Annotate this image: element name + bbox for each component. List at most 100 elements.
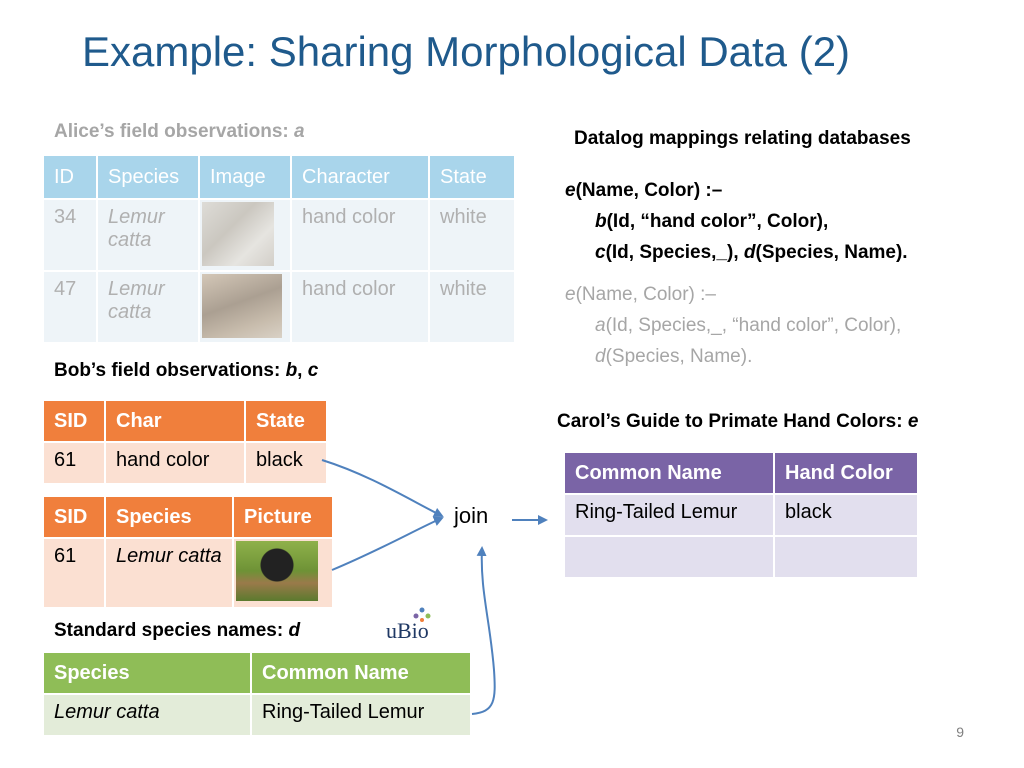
cell-species: Lemur catta xyxy=(96,270,200,344)
bob-table-b: SID Char State 61 hand color black xyxy=(42,399,328,485)
table-header-row: Common Name Hand Color xyxy=(563,451,919,495)
rule-head: e(Name, Color) :– xyxy=(565,279,901,310)
cell-species: Lemur catta xyxy=(42,693,252,737)
datalog-rule-2: e(Name, Color) :– a(Id, Species,_, “hand… xyxy=(565,279,901,372)
lemur-hand-photo xyxy=(202,274,282,338)
cell-species: Lemur catta xyxy=(96,198,200,272)
predicate: d xyxy=(743,242,756,263)
standard-label-var: d xyxy=(288,620,301,641)
bob-label: Bob’s field observations: b, c xyxy=(54,360,318,382)
predicate: d xyxy=(595,346,606,367)
column-header: SID xyxy=(42,495,106,539)
cell-id: 34 xyxy=(42,198,98,272)
table-row: 34 Lemur catta hand color white xyxy=(42,198,516,272)
carol-label: Carol’s Guide to Primate Hand Colors: e xyxy=(557,411,918,433)
rule-body-line: c(Id, Species,_), d(Species, Name). xyxy=(565,237,908,268)
standard-table: Species Common Name Lemur catta Ring-Tai… xyxy=(42,651,472,737)
table-header-row: SID Char State xyxy=(42,399,328,443)
cell-image xyxy=(198,270,292,344)
column-header: Hand Color xyxy=(773,451,919,495)
cell-char: hand color xyxy=(104,441,246,485)
cell-species: Lemur catta xyxy=(104,537,234,609)
column-header: Common Name xyxy=(563,451,775,495)
datalog-rule-1: e(Name, Color) :– b(Id, “hand color”, Co… xyxy=(565,175,908,268)
carol-label-text: Carol’s Guide to Primate Hand Colors: xyxy=(557,411,908,432)
table-row: Ring-Tailed Lemur black xyxy=(563,493,919,537)
table-row: Lemur catta Ring-Tailed Lemur xyxy=(42,693,472,737)
predicate: c xyxy=(595,242,606,263)
column-header: Species xyxy=(42,651,252,695)
slide-title: Example: Sharing Morphological Data (2) xyxy=(82,28,851,75)
alice-table: ID Species Image Character State 34 Lemu… xyxy=(42,154,516,344)
join-label: join xyxy=(454,503,489,528)
cell-image xyxy=(198,198,292,272)
cell-state: white xyxy=(428,198,516,272)
table-row: 47 Lemur catta hand color white xyxy=(42,270,516,344)
column-header: Char xyxy=(104,399,246,443)
predicate-args: (Id, Species,_, “hand color”, Color), xyxy=(605,315,902,336)
table-row xyxy=(563,535,919,579)
lemur-hand-photo xyxy=(202,202,274,266)
cell-common-name: Ring-Tailed Lemur xyxy=(250,693,472,737)
cell-character: hand color xyxy=(290,198,430,272)
bob-label-var-c: c xyxy=(307,360,319,381)
column-header: SID xyxy=(42,399,106,443)
carol-label-var: e xyxy=(907,411,919,432)
standard-label: Standard species names: d xyxy=(54,620,300,642)
bob-label-var-b: b xyxy=(285,360,298,381)
cell-picture xyxy=(232,537,334,609)
column-header: State xyxy=(428,154,516,200)
page-number: 9 xyxy=(956,724,964,740)
predicate-args: (Species, Name). xyxy=(605,346,753,367)
arrow-b-to-join xyxy=(321,459,444,517)
cell-id: 47 xyxy=(42,270,98,344)
predicate-args: (Id, “hand color”, Color), xyxy=(606,211,829,232)
alice-label-text: Alice’s field observations: xyxy=(54,121,295,142)
predicate-args: (Name, Color) :– xyxy=(575,284,716,305)
predicate: e xyxy=(565,180,576,201)
standard-label-text: Standard species names: xyxy=(54,620,289,641)
table-row: 61 Lemur catta xyxy=(42,537,334,609)
rule-head: e(Name, Color) :– xyxy=(565,175,908,206)
arrow-c-to-join xyxy=(331,516,444,571)
rule-body-line: a(Id, Species,_, “hand color”, Color), xyxy=(565,310,901,341)
cell-common-name: Ring-Tailed Lemur xyxy=(563,493,775,537)
predicate-args: (Name, Color) :– xyxy=(575,180,723,201)
carol-table: Common Name Hand Color Ring-Tailed Lemur… xyxy=(563,451,919,579)
rule-body-line: b(Id, “hand color”, Color), xyxy=(565,206,908,237)
cell-character: hand color xyxy=(290,270,430,344)
ubio-logo-text: uBio xyxy=(386,618,429,643)
column-header: Species xyxy=(96,154,200,200)
alice-label-var: a xyxy=(294,121,305,142)
column-header: State xyxy=(244,399,328,443)
cell-sid: 61 xyxy=(42,441,106,485)
predicate-args: (Id, Species,_), xyxy=(605,242,744,263)
predicate: e xyxy=(565,284,576,305)
table-row: 61 hand color black xyxy=(42,441,328,485)
table-header-row: SID Species Picture xyxy=(42,495,334,539)
predicate-args: (Species, Name). xyxy=(755,242,908,263)
arrow-d-to-join xyxy=(471,546,496,715)
column-header: ID xyxy=(42,154,98,200)
table-header-row: ID Species Image Character State xyxy=(42,154,516,200)
rule-body-line: d(Species, Name). xyxy=(565,341,901,372)
column-header: Species xyxy=(104,495,234,539)
lemur-photo xyxy=(236,541,318,601)
datalog-heading: Datalog mappings relating databases xyxy=(574,128,911,149)
table-header-row: Species Common Name xyxy=(42,651,472,695)
cell-empty xyxy=(773,535,919,579)
cell-state: white xyxy=(428,270,516,344)
column-header: Common Name xyxy=(250,651,472,695)
column-header: Character xyxy=(290,154,430,200)
cell-hand-color: black xyxy=(773,493,919,537)
predicate: a xyxy=(595,315,606,336)
cell-empty xyxy=(563,535,775,579)
alice-label: Alice’s field observations: a xyxy=(54,121,305,143)
cell-state: black xyxy=(244,441,328,485)
predicate: b xyxy=(595,211,607,232)
bob-table-c: SID Species Picture 61 Lemur catta xyxy=(42,495,334,609)
column-header: Image xyxy=(198,154,292,200)
bob-label-sep: , xyxy=(297,360,308,381)
ubio-dots-icon xyxy=(413,607,431,622)
